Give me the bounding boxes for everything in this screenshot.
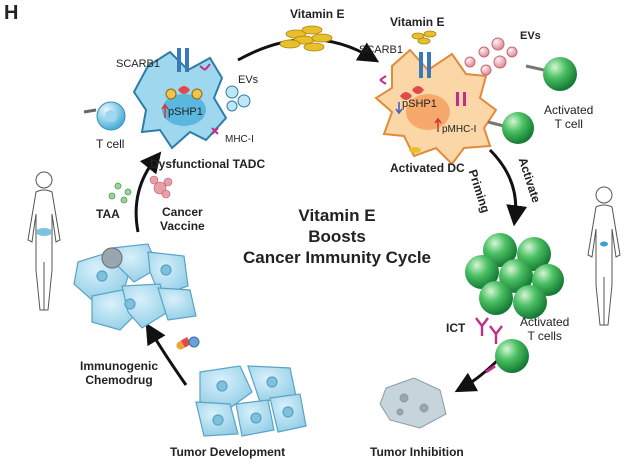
- vitamin-e-label-dc: Vitamin E: [390, 15, 445, 29]
- pshp1-label-left: pSHP1: [168, 106, 203, 118]
- tumor-inhibition-cells: [379, 377, 447, 429]
- title-line-3: Cancer Immunity Cycle: [242, 248, 431, 267]
- evs-label-right: EVs: [520, 30, 541, 42]
- cancer-vaccine-particle: [149, 175, 173, 199]
- tumor-inhibition-label: Tumor Inhibition: [370, 445, 464, 459]
- activated-t-cell-top: [487, 57, 577, 144]
- panel-label: H: [4, 2, 19, 24]
- mhc1-label: MHC-I: [225, 134, 254, 145]
- capsule-icon: [176, 336, 200, 350]
- tumor-development-label: Tumor Development: [170, 445, 286, 459]
- tumor-cluster-left: [73, 243, 197, 331]
- taa-label: TAA: [96, 207, 120, 221]
- immunogenic-chemodrug-label: Immunogenic Chemodrug: [80, 359, 159, 388]
- immunogenic-line2: Chemodrug: [85, 372, 153, 387]
- activated-t-cell-line2: T cell: [554, 116, 583, 131]
- activated-t-cell-line1: Activated: [544, 103, 594, 117]
- dysfunctional-tadc-label: Dysfunctional TADC: [150, 157, 266, 171]
- vitamin-tablet-icon: [411, 30, 437, 45]
- human-silhouette-icon: [587, 186, 621, 326]
- pshp1-label-right: pSHP1: [402, 98, 437, 110]
- arrow-tcells-to-inhibition: [454, 356, 502, 393]
- arrow-development-to-tumor: [145, 322, 188, 386]
- activated-dc-label: Activated DC: [390, 161, 465, 175]
- activated-dc: [374, 48, 498, 166]
- title-line-2: Boosts: [308, 227, 366, 246]
- ict-label: ICT: [446, 321, 466, 335]
- vitamin-e-label-top: Vitamin E: [290, 7, 345, 21]
- arrow-dc-to-tcells: [488, 148, 528, 227]
- cancer-vaccine-label: Cancer Vaccine: [160, 205, 205, 234]
- diagram-title: Vitamin E Boosts Cancer Immunity Cycle: [212, 205, 462, 268]
- activated-t-cells-label: Activated T cells: [520, 315, 570, 344]
- scarb1-label-right: SCARB1: [359, 44, 404, 56]
- cancer-vaccine-line2: Vaccine: [160, 218, 205, 233]
- tumor-development-cells: [195, 365, 307, 437]
- dysfunctional-tadc: [132, 48, 228, 150]
- t-cell: [83, 101, 126, 131]
- evs-label-left: EVs: [238, 74, 259, 86]
- t-cell-label: T cell: [96, 137, 125, 151]
- title-line-1: Vitamin E: [298, 206, 376, 225]
- scarb1-label-left: SCARB1: [116, 58, 161, 70]
- arrow-tumor-to-tadc: [134, 151, 162, 233]
- t-cell-ict: [485, 339, 529, 374]
- immunogenic-line1: Immunogenic: [80, 359, 159, 373]
- activated-t-cells-line2: T cells: [527, 328, 562, 343]
- human-silhouette-icon: [27, 171, 61, 311]
- activated-t-cells-line1: Activated: [520, 315, 570, 329]
- vitamin-tablet-icon: [279, 25, 333, 52]
- antibody-icon: [475, 317, 503, 344]
- cancer-vaccine-line1: Cancer: [162, 205, 203, 219]
- pmhc1-label: pMHC-I: [442, 124, 477, 135]
- activated-t-cells-cluster: [465, 233, 564, 319]
- activated-t-cell-label-top: Activated T cell: [544, 103, 594, 132]
- taa-dots: [108, 182, 132, 204]
- evs-right: [464, 37, 518, 76]
- evs-left: [225, 85, 251, 112]
